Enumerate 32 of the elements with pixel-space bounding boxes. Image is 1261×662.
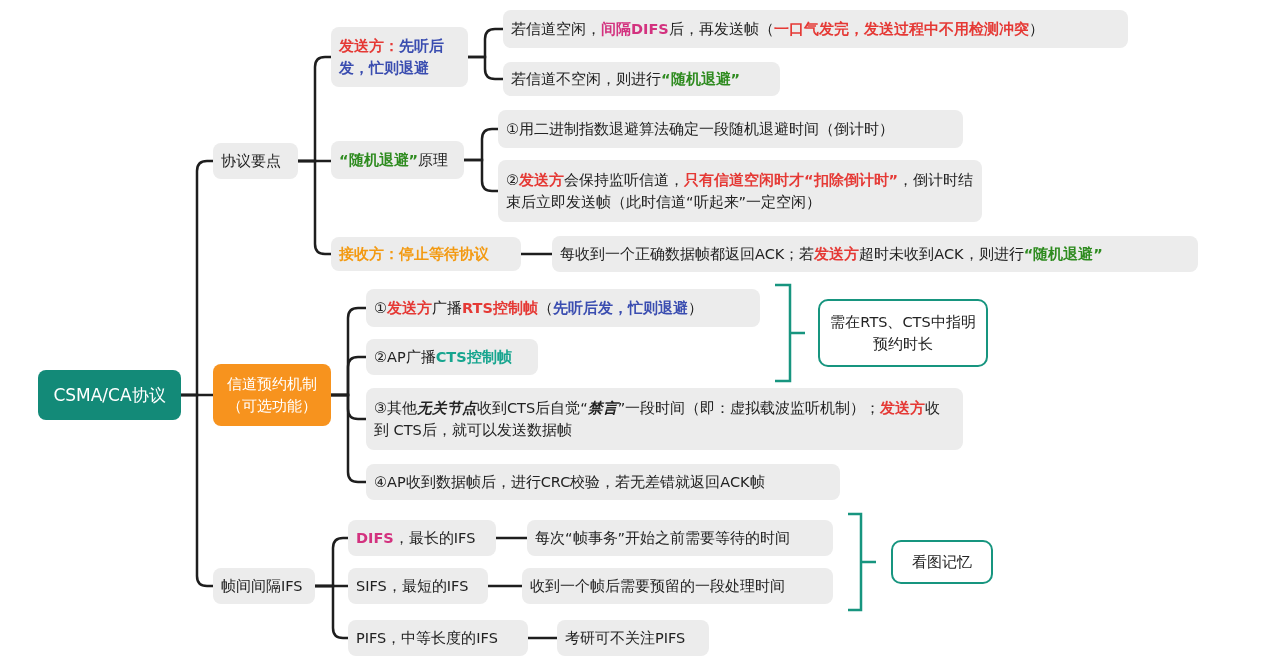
connector-line (528, 636, 557, 640)
topic-box: 收到一个帧后需要预留的一段处理时间 (522, 568, 833, 604)
topic-box: 帧间间隔IFS (213, 568, 315, 604)
topic-box: ①用二进制指数退避算法确定一段随机退避时间（倒计时） (498, 110, 963, 148)
topic-box: DIFS，最长的IFS (348, 520, 496, 556)
topic-box: 若信道空闲，间隔DIFS后，再发送帧（一口气发完，发送过程中不用检测冲突） (503, 10, 1128, 48)
note-box: 看图记忆 (891, 540, 993, 584)
topic-box: ②发送方会保持监听信道，只有信道空闲时才“扣除倒计时”，倒计时结束后立即发送帧（此时信道“听起来”一定空闲） (498, 160, 982, 222)
topic-box: 发送方：先听后发，忙则退避 (331, 27, 468, 87)
connector-line (298, 159, 331, 256)
topic-box: SIFS，最短的IFS (348, 568, 488, 604)
connector-line (464, 158, 498, 193)
topic-box: ②AP广播CTS控制帧 (366, 339, 538, 375)
topic-box: “随机退避”原理 (331, 141, 464, 179)
topic-box: 若信道不空闲，则进行“随机退避” (503, 62, 780, 96)
topic-box: ①发送方广播RTS控制帧（先听后发，忙则退避） (366, 289, 760, 327)
note-box: 需在RTS、CTS中指明预约时长 (818, 299, 988, 367)
topic-box: 接收方：停止等待协议 (331, 237, 521, 271)
connector-line (496, 536, 527, 540)
topic-box: 每次“帧事务”开始之前需要等待的时间 (527, 520, 833, 556)
topic-box: ③其他无关节点收到CTS后自觉“禁言”一段时间（即：虚拟载波监听机制）；发送方收到 CTS后，就可以发送数据帧 (366, 388, 963, 450)
topic-box: PIFS，中等长度的IFS (348, 620, 528, 656)
connector-line (521, 252, 552, 256)
connector-line (488, 584, 522, 588)
root-topic-box: CSMA/CA协议 (38, 370, 181, 420)
topic-box: 每收到一个正确数据帧都返回ACK；若发送方超时未收到ACK，则进行“随机退避” (552, 236, 1198, 272)
topic-box: 信道预约机制（可选功能） (213, 364, 331, 426)
topic-box: 协议要点 (213, 143, 298, 179)
connector-line (315, 584, 348, 640)
topic-box: 考研可不关注PIFS (557, 620, 709, 656)
connector-line (181, 393, 213, 588)
topic-box: ④AP收到数据帧后，进行CRC校验，若无差错就返回ACK帧 (366, 464, 840, 500)
